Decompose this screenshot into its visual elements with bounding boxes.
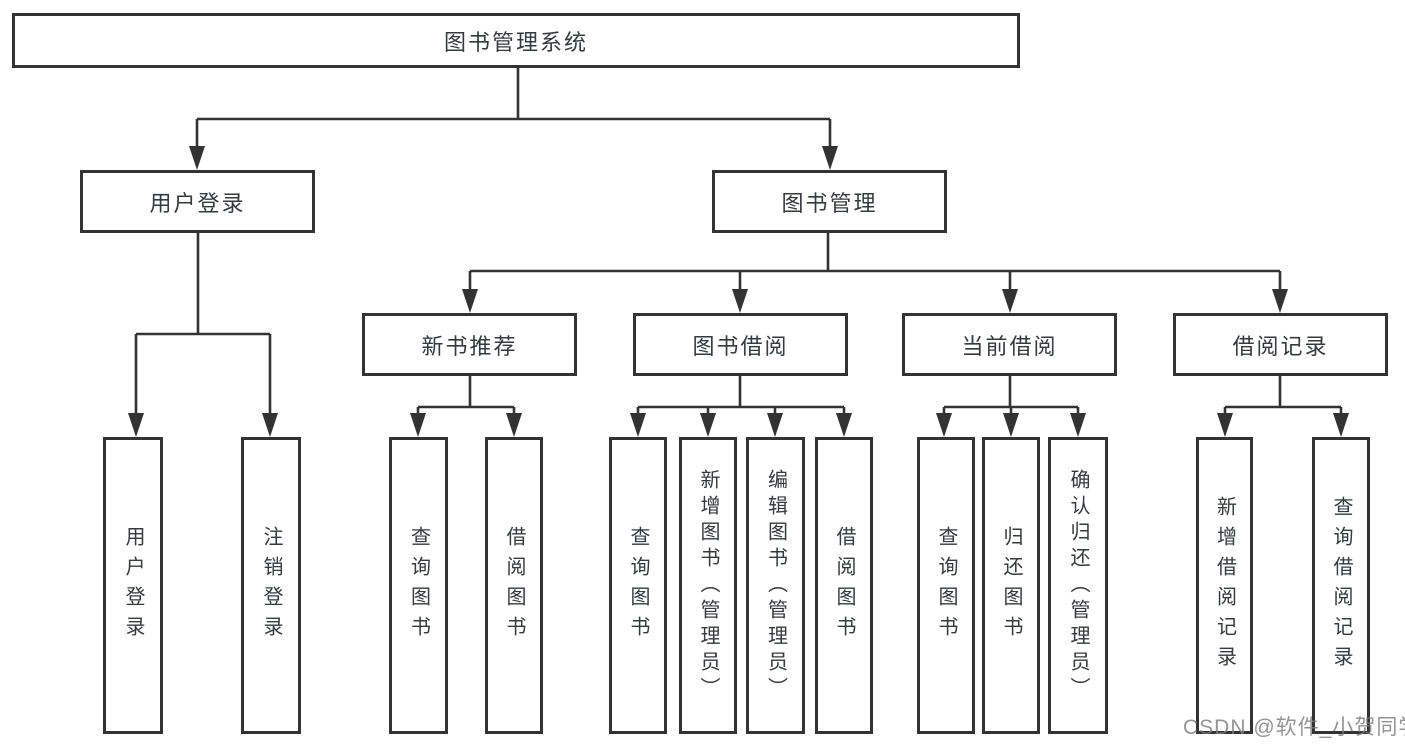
leaf-add-borrow-record: 新增借阅记录: [1196, 437, 1253, 734]
node-new-book-recommend: 新书推荐: [362, 313, 577, 376]
leaf-query-borrow-record: 查询借阅记录: [1312, 437, 1370, 734]
leaf-user-login: 用户登录: [103, 437, 163, 734]
leaf-confirm-return-admin: 确认归还（管理员）: [1048, 437, 1108, 734]
node-user-login: 用户登录: [80, 170, 315, 233]
node-book-borrow: 图书借阅: [633, 313, 848, 376]
leaf-edit-book-admin: 编辑图书（管理员）: [746, 437, 805, 734]
leaf-query-books-borrow: 查询图书: [609, 437, 667, 734]
node-current-borrow: 当前借阅: [902, 313, 1117, 376]
leaf-borrow-books: 借阅图书: [815, 437, 873, 734]
leaf-return-books: 归还图书: [982, 437, 1040, 734]
watermark: CSDN @软件_小贺同学: [1183, 716, 1405, 739]
node-book-management: 图书管理: [712, 170, 947, 233]
node-root: 图书管理系统: [12, 13, 1020, 68]
leaf-query-books-current: 查询图书: [917, 437, 975, 734]
leaf-borrow-books-recommend: 借阅图书: [485, 437, 543, 734]
arrowheads: [128, 146, 1349, 437]
node-borrow-records: 借阅记录: [1173, 313, 1388, 376]
leaf-query-books-recommend: 查询图书: [389, 437, 448, 734]
connector-lines: [134, 68, 1343, 418]
leaf-add-book-admin: 新增图书（管理员）: [679, 437, 737, 734]
leaf-logout-login: 注销登录: [241, 437, 301, 734]
